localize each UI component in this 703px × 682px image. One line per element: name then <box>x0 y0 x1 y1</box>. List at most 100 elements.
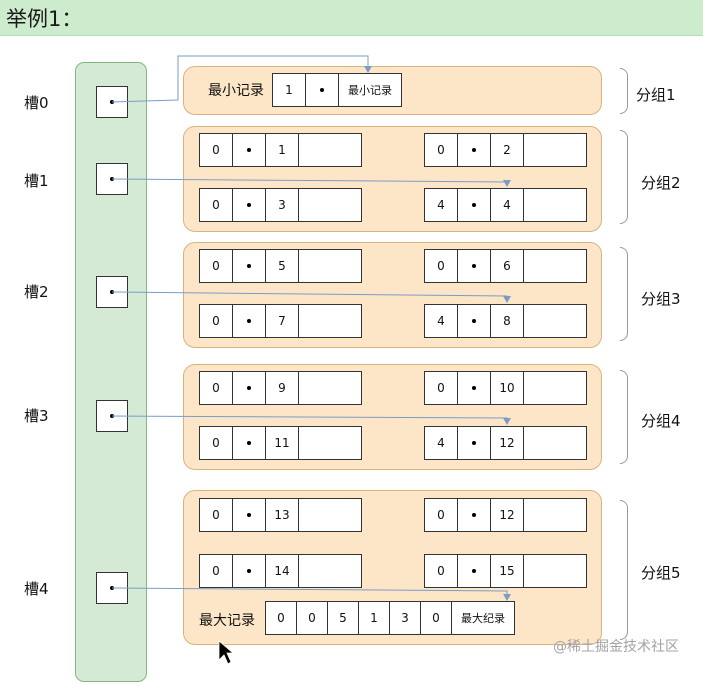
record-cell: 12 <box>490 498 524 532</box>
slot-label-0: 槽0 <box>24 94 49 112</box>
pointer-dot <box>247 264 251 268</box>
record-cell <box>523 371 587 405</box>
pointer-dot <box>247 569 251 573</box>
pointer-dot <box>472 569 476 573</box>
record-pointer-cell <box>232 249 266 283</box>
min-record-label: 最小记录 <box>208 83 264 99</box>
slot-pointer-3 <box>96 400 128 432</box>
group-label-2: 分组2 <box>641 174 681 192</box>
record-cell <box>523 188 587 222</box>
record-cell: 0 <box>424 133 458 167</box>
record-cell: 0 <box>199 371 233 405</box>
group-label-5: 分组5 <box>641 564 681 582</box>
record: 0 3 <box>199 188 362 222</box>
record-pointer-cell <box>232 426 266 460</box>
record-cell: 0 <box>424 249 458 283</box>
pointer-dot <box>110 290 114 294</box>
record-cell: 11 <box>265 426 299 460</box>
record-cell: 最大纪录 <box>451 601 515 635</box>
record-cell <box>523 498 587 532</box>
record-cell <box>523 554 587 588</box>
pointer-dot <box>247 203 251 207</box>
slot-label-4: 槽4 <box>24 580 49 598</box>
pointer-dot <box>472 264 476 268</box>
record-cell: 0 <box>199 426 233 460</box>
pointer-dot <box>110 414 114 418</box>
slot-label-1: 槽1 <box>24 172 49 190</box>
group-brace-5 <box>620 500 628 640</box>
record-pointer-cell <box>232 188 266 222</box>
group-label-4: 分组4 <box>641 412 681 430</box>
record-cell <box>523 304 587 338</box>
record-cell: 2 <box>490 133 524 167</box>
record-cell <box>523 133 587 167</box>
record-cell: 1 <box>358 601 390 635</box>
record-cell: 0 <box>199 133 233 167</box>
record-pointer-cell <box>232 498 266 532</box>
pointer-dot <box>110 177 114 181</box>
page-title-bar: 举例1： <box>0 0 703 36</box>
slot-pointer-0 <box>96 86 128 118</box>
slot-label-2: 槽2 <box>24 283 49 301</box>
record-cell <box>298 188 362 222</box>
record-cell: 0 <box>265 601 297 635</box>
pointer-dot <box>472 319 476 323</box>
record: 0 14 <box>199 554 362 588</box>
record-cell: 4 <box>424 426 458 460</box>
record-cell <box>298 133 362 167</box>
record: 0 11 <box>199 426 362 460</box>
record-pointer-cell <box>457 188 491 222</box>
record-cell <box>523 426 587 460</box>
pointer-dot <box>472 203 476 207</box>
group-brace-2 <box>620 130 628 224</box>
record-cell <box>298 249 362 283</box>
record-cell: 1 <box>265 133 299 167</box>
record-cell: 0 <box>424 554 458 588</box>
record-pointer-cell <box>232 371 266 405</box>
record-cell <box>298 554 362 588</box>
group-label-3: 分组3 <box>641 290 681 308</box>
record-cell: 0 <box>424 498 458 532</box>
page-title: 举例1： <box>6 7 83 31</box>
record-pointer-cell <box>457 554 491 588</box>
slot-pointer-1 <box>96 163 128 195</box>
record-cell: 0 <box>199 249 233 283</box>
record-cell: 0 <box>199 498 233 532</box>
record-cell <box>298 304 362 338</box>
record-pointer-cell <box>232 554 266 588</box>
record-cell: 7 <box>265 304 299 338</box>
record-cell: 0 <box>420 601 452 635</box>
pointer-dot <box>110 586 114 590</box>
record: 0 15 <box>424 554 587 588</box>
record: 0 10 <box>424 371 587 405</box>
record-cell: 3 <box>389 601 421 635</box>
record: 4 12 <box>424 426 587 460</box>
record-cell: 5 <box>327 601 359 635</box>
record: 0 1 <box>199 133 362 167</box>
pointer-dot <box>320 88 324 92</box>
record-pointer-cell <box>457 498 491 532</box>
slot-pointer-2 <box>96 276 128 308</box>
pointer-dot <box>472 148 476 152</box>
record-cell: 0 <box>199 554 233 588</box>
record: 0 7 <box>199 304 362 338</box>
record-cell: 13 <box>265 498 299 532</box>
pointer-dot <box>247 441 251 445</box>
watermark: @稀土掘金技术社区 <box>553 639 679 655</box>
record-cell: 最小记录 <box>338 73 402 107</box>
record-pointer-cell <box>457 133 491 167</box>
record-cell: 3 <box>265 188 299 222</box>
record-cell: 0 <box>424 371 458 405</box>
record: 0 9 <box>199 371 362 405</box>
group-brace-1 <box>620 68 628 114</box>
pointer-dot <box>110 100 114 104</box>
record-cell <box>298 371 362 405</box>
record: 0 6 <box>424 249 587 283</box>
record-cell: 10 <box>490 371 524 405</box>
record-cell: 4 <box>490 188 524 222</box>
record-cell: 14 <box>265 554 299 588</box>
min-record: 1 最小记录 <box>272 73 402 107</box>
record: 4 8 <box>424 304 587 338</box>
record-pointer-cell <box>457 304 491 338</box>
pointer-dot <box>472 513 476 517</box>
